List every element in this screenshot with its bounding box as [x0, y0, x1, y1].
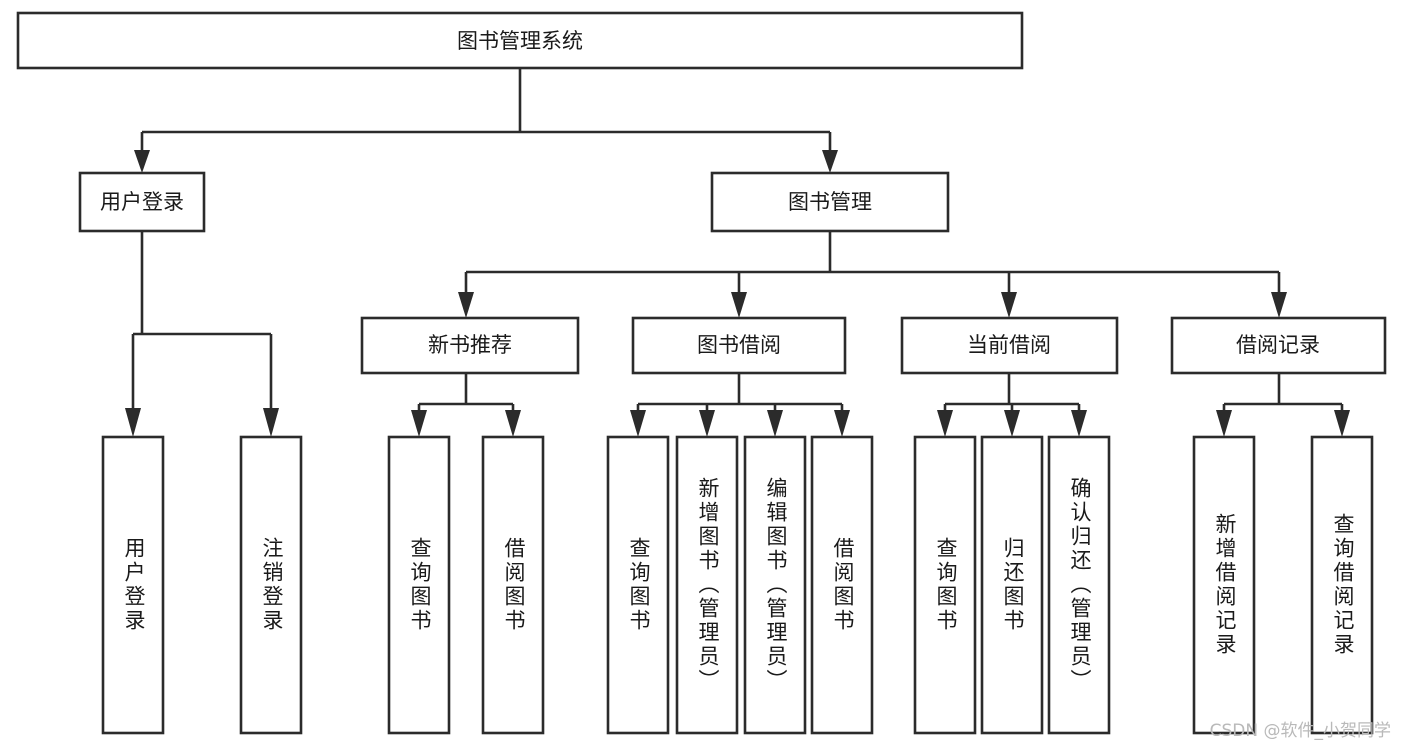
leaf-book-borrow-query-box: [606, 435, 670, 735]
arrow-to-book-borrow: [731, 292, 747, 318]
node-user-login-label: 用户登录: [100, 190, 184, 214]
leaf-user-login-signin[interactable]: 用户登录: [101, 435, 165, 735]
node-book-manage-box: [710, 171, 950, 233]
arrow-borrow-record-leaf-2: [1334, 410, 1350, 437]
leaf-book-borrow-query[interactable]: 查询图书: [606, 435, 670, 735]
leaf-new-book-query[interactable]: 查询图书: [387, 435, 451, 735]
node-root-system-label: 图书管理系统: [457, 29, 583, 53]
leaf-user-login-signout-box: [239, 435, 303, 735]
leaf-book-borrow-lend-label: 借阅图书: [831, 537, 855, 633]
leaf-current-borrow-return-label: 归还图书: [1001, 537, 1025, 633]
node-current-borrow-label: 当前借阅: [967, 333, 1051, 357]
leaf-book-borrow-lend-box: [810, 435, 874, 735]
node-new-book-recommend-label: 新书推荐: [428, 333, 512, 357]
arrow-book-borrow-leaf-4: [834, 410, 850, 437]
leaf-book-borrow-add-box: [675, 435, 739, 735]
arrow-book-borrow-leaf-1: [630, 410, 646, 437]
arrow-root-to-book-manage: [822, 150, 838, 173]
node-borrow-record-label: 借阅记录: [1236, 333, 1320, 357]
leaf-book-borrow-edit-label: 编辑图书（管理员）: [764, 477, 788, 693]
node-root-system-box: [16, 11, 1024, 70]
arrow-user-login-leaf-2: [263, 408, 279, 437]
leaf-user-login-signout-label: 注销登录: [260, 537, 284, 633]
node-user-login-box: [78, 171, 206, 233]
arrow-new-book-leaf-1: [411, 410, 427, 437]
leaf-book-borrow-add[interactable]: 新增图书（管理员）: [675, 435, 739, 735]
leaf-new-book-borrow[interactable]: 借阅图书: [481, 435, 545, 735]
leaf-borrow-record-add-label: 新增借阅记录: [1213, 513, 1237, 657]
leaf-current-borrow-confirm[interactable]: 确认归还（管理员）: [1047, 435, 1111, 735]
node-book-manage-label: 图书管理: [788, 190, 872, 214]
arrow-book-borrow-leaf-3: [767, 410, 783, 437]
leaf-book-borrow-edit[interactable]: 编辑图书（管理员）: [743, 435, 807, 735]
leaf-new-book-borrow-label: 借阅图书: [502, 537, 526, 633]
arrow-to-borrow-record: [1271, 292, 1287, 318]
leaf-current-borrow-confirm-label: 确认归还（管理员）: [1068, 477, 1092, 693]
leaf-current-borrow-return-box: [980, 435, 1044, 735]
arrow-current-borrow-leaf-2: [1004, 410, 1020, 437]
node-current-borrow-box: [900, 316, 1119, 375]
arrow-to-new-book: [458, 292, 474, 318]
node-book-borrow[interactable]: 图书借阅: [631, 316, 847, 375]
leaf-current-borrow-query-label: 查询图书: [934, 537, 958, 633]
leaf-borrow-record-query-label: 查询借阅记录: [1331, 513, 1355, 657]
node-current-borrow[interactable]: 当前借阅: [900, 316, 1119, 375]
leaf-book-borrow-lend[interactable]: 借阅图书: [810, 435, 874, 735]
leaf-borrow-record-query-box: [1310, 435, 1374, 735]
arrow-new-book-leaf-2: [505, 410, 521, 437]
connector-layer: [125, 68, 1350, 437]
arrow-user-login-leaf-1: [125, 408, 141, 437]
node-new-book-recommend-box: [360, 316, 580, 375]
node-book-borrow-label: 图书借阅: [697, 333, 781, 357]
arrow-current-borrow-leaf-1: [937, 410, 953, 437]
leaf-current-borrow-confirm-box: [1047, 435, 1111, 735]
node-book-manage[interactable]: 图书管理: [710, 171, 950, 233]
node-book-borrow-box: [631, 316, 847, 375]
leaf-new-book-query-box: [387, 435, 451, 735]
leaf-current-borrow-query-box: [913, 435, 977, 735]
arrow-borrow-record-leaf-1: [1216, 410, 1232, 437]
node-root-system[interactable]: 图书管理系统: [16, 11, 1024, 70]
leaf-new-book-borrow-box: [481, 435, 545, 735]
node-user-login[interactable]: 用户登录: [78, 171, 206, 233]
leaf-current-borrow-return[interactable]: 归还图书: [980, 435, 1044, 735]
leaf-new-book-query-label: 查询图书: [408, 537, 432, 633]
leaf-borrow-record-add[interactable]: 新增借阅记录: [1192, 435, 1256, 735]
node-new-book-recommend[interactable]: 新书推荐: [360, 316, 580, 375]
leaf-current-borrow-query[interactable]: 查询图书: [913, 435, 977, 735]
leaf-user-login-signin-box: [101, 435, 165, 735]
leaf-user-login-signout[interactable]: 注销登录: [239, 435, 303, 735]
arrow-root-to-user-login: [134, 150, 150, 173]
node-borrow-record[interactable]: 借阅记录: [1170, 316, 1387, 375]
leaf-borrow-record-query[interactable]: 查询借阅记录: [1310, 435, 1374, 735]
arrow-to-current-borrow: [1001, 292, 1017, 318]
node-borrow-record-box: [1170, 316, 1387, 375]
leaf-borrow-record-add-box: [1192, 435, 1256, 735]
leaf-user-login-signin-label: 用户登录: [122, 537, 146, 633]
arrow-current-borrow-leaf-3: [1071, 410, 1087, 437]
leaf-book-borrow-query-label: 查询图书: [627, 537, 651, 633]
leaf-book-borrow-add-label: 新增图书（管理员）: [696, 477, 720, 693]
leaf-book-borrow-edit-box: [743, 435, 807, 735]
arrow-book-borrow-leaf-2: [699, 410, 715, 437]
